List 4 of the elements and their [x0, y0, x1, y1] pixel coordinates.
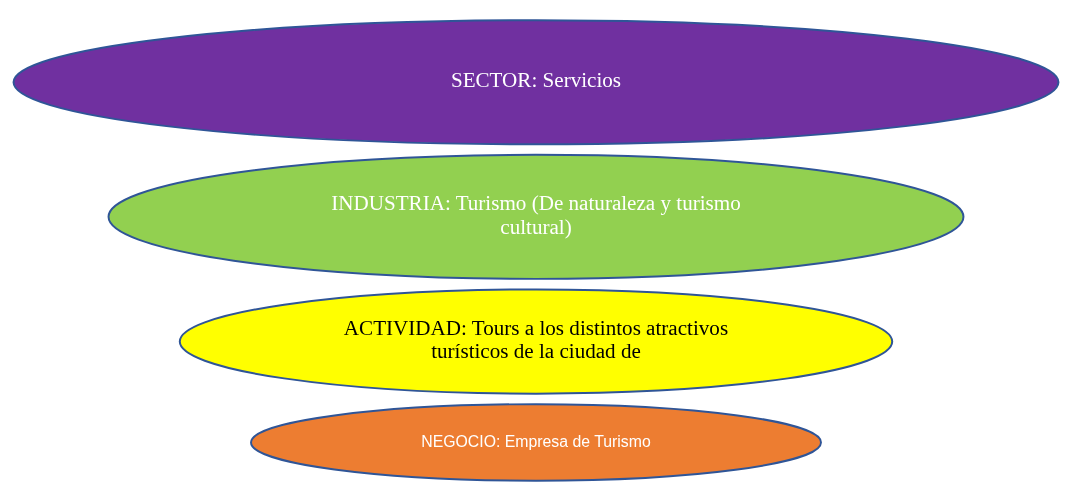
node-ellipse: NEGOCIO: Empresa de Turismo — [250, 402, 822, 482]
node-ellipse: SECTOR: Servicios — [12, 18, 1060, 145]
node-ellipse: ACTIVIDAD: Tours a los distintos atractivos turísticos de la ciudad de — [178, 287, 894, 395]
node-ellipse: INDUSTRIA: Turismo (De naturaleza y turismo cultural) — [107, 153, 965, 280]
